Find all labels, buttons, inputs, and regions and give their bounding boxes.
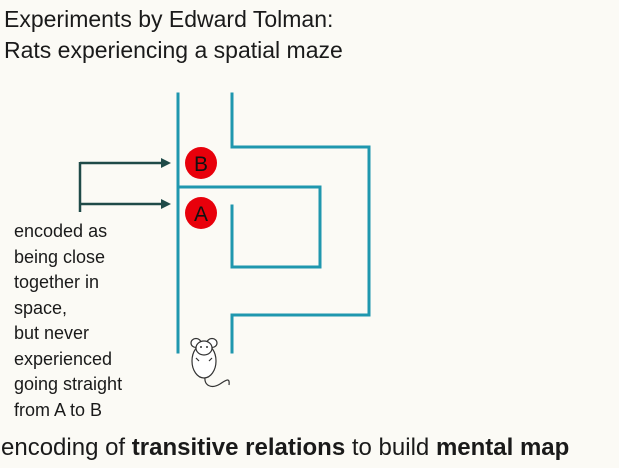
note-line-2: being close [14,246,106,267]
caption-part-1: encoding of [1,434,132,461]
note-text: encoded as being close together in space… [14,219,122,423]
rat-head [195,340,213,356]
note-line-3: together in [14,272,100,292]
rat-front-paws [195,357,213,362]
bottom-caption: encoding of transitive relations to buil… [1,434,569,462]
note-line-6: experienced [14,348,113,369]
title-line-1: Experiments by Edward Tolman: [4,6,334,32]
note-line-4: space, [14,297,68,318]
rat-eye-left [200,346,202,348]
note-line-1: encoded as [14,221,108,241]
marker-a: A [185,197,217,229]
slide-title: Experiments by Edward Tolman: Rats exper… [4,4,343,66]
rat-icon [190,337,230,387]
note-line-7: going straight [14,374,123,394]
note-line-8: from A to B [14,399,103,420]
marker-b: B [185,147,217,179]
caption-part-2: to build [345,434,436,461]
rat-eye-right [206,346,208,348]
arrow-head-a [161,199,171,209]
caption-bold-transitive: transitive relations [131,434,346,461]
title-line-2: Rats experiencing a spatial maze [4,37,343,63]
maze-walls [176,92,371,354]
marker-a-label: A [194,203,208,226]
arrow-head-b [161,158,171,168]
marker-a-circle [185,197,217,229]
marker-b-circle [185,147,217,179]
note-line-5: but never [14,323,90,343]
marker-b-label: B [194,153,208,176]
rat-tail [204,376,230,387]
caption-bold-mental-map: mental map [435,434,570,461]
bracket-arrows [78,158,171,212]
